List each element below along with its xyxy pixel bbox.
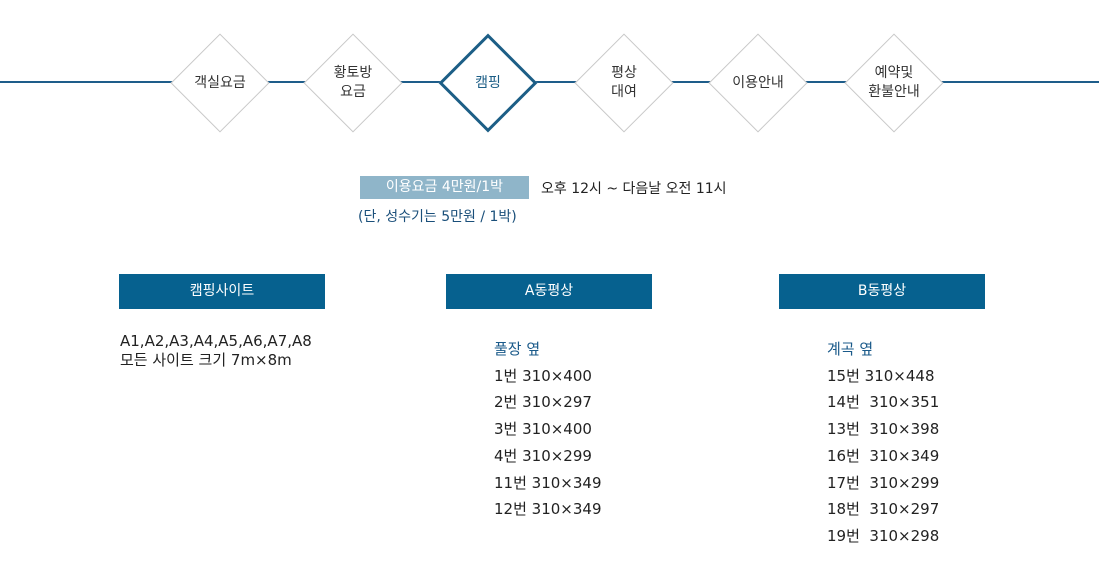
tab-usage-guide[interactable]: 이용안내 [706,31,810,135]
list-item: 4번 310×299 [494,446,592,465]
list-item: 17번 310×299 [827,473,940,492]
b-dong-header: B동평상 [779,274,985,309]
tab-label: 캠핑 [475,74,501,91]
tab-label: 예약및 환불안내 [868,65,920,100]
list-item: 12번 310×349 [494,500,602,519]
list-item: 2번 310×297 [494,393,592,412]
list-item: 15번 310×448 [827,366,935,385]
list-item: 16번 310×349 [827,446,940,465]
price-row: 이용요금 4만원/1박 오후 12시 ~ 다음날 오전 11시 [360,176,727,199]
site-names: A1,A2,A3,A4,A5,A6,A7,A8 [120,332,312,350]
price-time: 오후 12시 ~ 다음날 오전 11시 [541,180,727,197]
tab-label: 평상 대여 [611,65,637,100]
b-dong-list: 계곡 옆 15번 310×448 14번 310×351 13번 310×398… [827,336,939,550]
nav-line [0,81,1099,83]
tab-reservation-refund[interactable]: 예약및 환불안내 [842,31,946,135]
list-item: 14번 310×351 [827,393,940,412]
camping-site-list: A1,A2,A3,A4,A5,A6,A7,A8 모든 사이트 크기 7m×8m [120,332,312,370]
list-item: 11번 310×349 [494,473,602,492]
price-badge: 이용요금 4만원/1박 [360,176,529,199]
tab-label: 황토방 요금 [333,65,373,100]
list-item: 19번 310×298 [827,526,940,545]
a-dong-header: A동평상 [446,274,652,309]
tab-clay-room-rates[interactable]: 황토방 요금 [301,31,405,135]
b-dong-subhead: 계곡 옆 [827,340,874,358]
price-note: (단, 성수기는 5만원 / 1박) [358,209,517,225]
a-dong-subhead: 풀장 옆 [494,340,541,358]
tab-room-rates[interactable]: 객실요금 [168,31,272,135]
site-size: 모든 사이트 크기 7m×8m [120,351,292,369]
tab-camping[interactable]: 캠핑 [436,31,540,135]
camping-site-header: 캠핑사이트 [119,274,325,309]
tab-platform-rental[interactable]: 평상 대여 [572,31,676,135]
a-dong-list: 풀장 옆 1번 310×400 2번 310×297 3번 310×400 4번… [494,336,601,523]
list-item: 18번 310×297 [827,500,940,519]
list-item: 13번 310×398 [827,420,940,439]
list-item: 3번 310×400 [494,420,592,439]
tab-label: 객실요금 [194,74,246,91]
list-item: 1번 310×400 [494,366,592,385]
tab-label: 이용안내 [732,74,784,91]
